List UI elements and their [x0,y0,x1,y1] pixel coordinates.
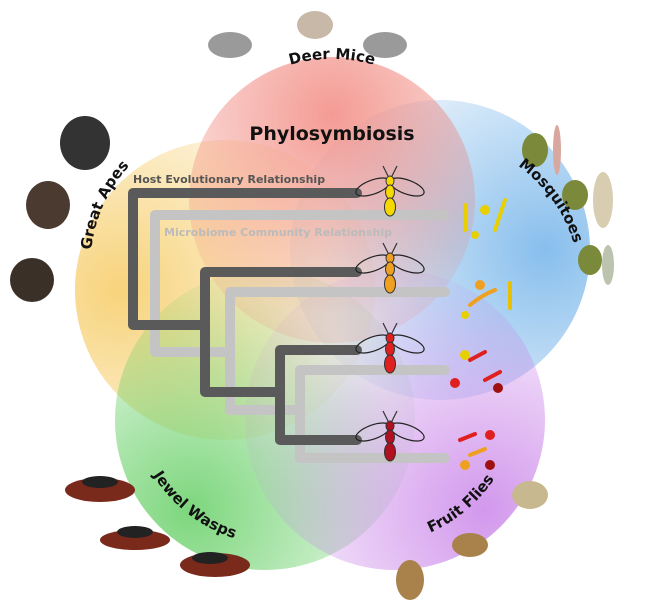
wasp-icon [355,322,425,374]
fruit-flies-images [396,481,548,600]
mosquitoes-images [522,125,614,285]
microbiome-tree [150,210,450,463]
wasp-icon [355,165,425,217]
microbes [450,198,512,470]
legend-host: Host Evolutionary Relationship [133,173,325,186]
jewel-wasps-images [65,476,250,577]
legend-microbiome: Microbiome Community Relationship [164,226,392,239]
label-deer-mice: Deer Mice [287,45,378,69]
wasp-icon [355,242,425,294]
wasp-icon [355,410,425,462]
deer-mice-images [208,11,407,58]
title: Phylosymbiosis [249,123,414,145]
great-apes-images [10,116,110,302]
host-tree [128,188,362,445]
